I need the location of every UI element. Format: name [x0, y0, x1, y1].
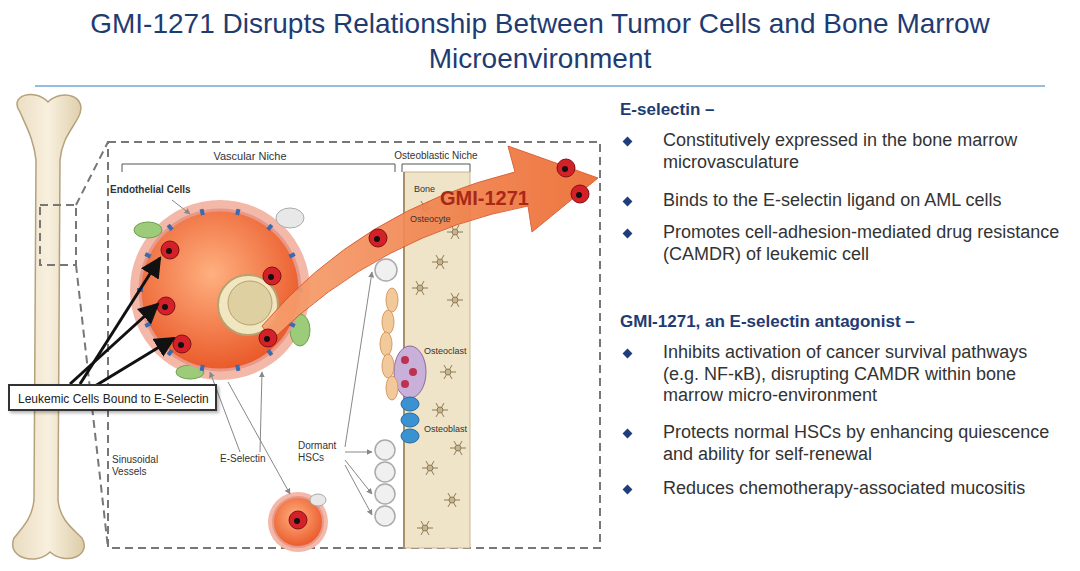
zoom-lines	[40, 142, 600, 548]
bullet-diamond	[623, 137, 633, 147]
section-heading: E-selectin –	[620, 100, 1070, 120]
part-label: E-Selectin	[220, 453, 266, 465]
bullet-text: Protects normal HSCs by enhancing quiesc…	[663, 422, 1068, 465]
part-label: Endothelial Cells	[110, 184, 200, 196]
section-heading: GMI-1271	[440, 186, 529, 210]
femur	[13, 95, 85, 560]
part-label: Dormant HSCs	[298, 440, 348, 464]
part-label: Vascular Niche	[150, 150, 350, 163]
title-rule	[35, 85, 1045, 87]
part-label: Bone	[414, 184, 435, 195]
bullet-text: Promotes cell-adhesion-mediated drug res…	[663, 222, 1068, 265]
part-label: Sinusoidal Vessels	[112, 454, 182, 478]
stromal-cells	[380, 288, 398, 400]
box-label: Leukemic Cells Bound to E-Selectin	[18, 392, 207, 406]
bullet-text: Constitutively expressed in the bone mar…	[663, 130, 1068, 173]
bullet-diamond	[623, 197, 633, 207]
pointer-arrows	[70, 258, 174, 386]
leukemic-cells	[157, 159, 589, 529]
bullet-diamond	[623, 485, 633, 495]
part-label: Osteoclast	[424, 346, 467, 357]
hsc-cells	[375, 259, 397, 526]
release-arrow	[262, 146, 598, 340]
leaders	[172, 200, 290, 494]
title: GMI-1271 Disrupts Relationship Between T…	[60, 6, 1020, 76]
vessel	[130, 200, 310, 380]
bullet-text: Reduces chemotherapy-associated mucositi…	[663, 478, 1068, 500]
small-vessel	[268, 492, 328, 552]
callout-box: Leukemic Cells Bound to E-Selectin	[8, 384, 217, 411]
bullet-text: Binds to the E-selectin ligand on AML ce…	[663, 190, 1068, 212]
bullet-diamond	[623, 229, 633, 239]
part-label: Osteocyte	[410, 214, 451, 225]
bullet-text: Inhibits activation of cancer survival p…	[663, 342, 1068, 407]
bullet-diamond	[623, 429, 633, 439]
osteoclast	[394, 346, 426, 398]
osteoblasts	[401, 397, 419, 443]
niche-brackets	[122, 164, 470, 172]
hsc-leaders	[345, 272, 372, 515]
bullet-diamond	[623, 349, 633, 359]
section-heading: GMI-1271, an E-selectin antagonist –	[620, 312, 1070, 332]
part-label: Osteoblast	[424, 424, 467, 435]
part-label: Osteoblastic Niche	[388, 150, 484, 162]
